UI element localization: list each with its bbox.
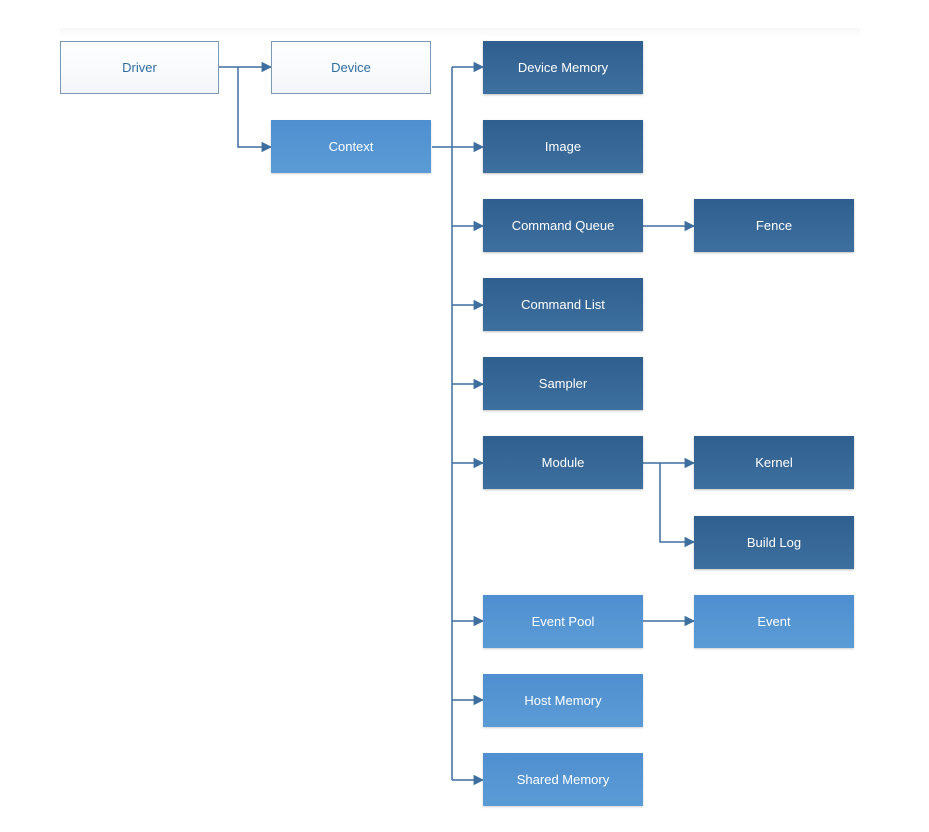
device-node: Device bbox=[271, 41, 431, 94]
command-list-label: Command List bbox=[521, 297, 605, 312]
host-memory-label: Host Memory bbox=[524, 693, 602, 708]
shared-memory-node: Shared Memory bbox=[483, 753, 643, 806]
event-node: Event bbox=[694, 595, 854, 648]
image-node: Image bbox=[483, 120, 643, 173]
module-label: Module bbox=[541, 455, 585, 470]
context-node: Context bbox=[271, 120, 431, 173]
event-label: Event bbox=[757, 614, 791, 629]
sampler-node: Sampler bbox=[483, 357, 643, 410]
connector-module-to-build-log bbox=[659, 463, 696, 548]
build-log-label: Build Log bbox=[746, 535, 802, 550]
device-memory-node: Device Memory bbox=[483, 41, 643, 94]
command-queue-label: Command Queue bbox=[511, 218, 615, 233]
event-pool-node: Event Pool bbox=[483, 595, 643, 648]
event-pool-label: Event Pool bbox=[531, 614, 595, 629]
driver-label: Driver bbox=[122, 60, 157, 75]
module-node: Module bbox=[483, 436, 643, 489]
command-queue-node: Command Queue bbox=[483, 199, 643, 252]
command-list-node: Command List bbox=[483, 278, 643, 331]
build-log-node: Build Log bbox=[694, 516, 854, 569]
kernel-label: Kernel bbox=[755, 455, 793, 470]
shared-memory-label: Shared Memory bbox=[516, 772, 610, 787]
top-band bbox=[60, 28, 860, 38]
sampler-label: Sampler bbox=[538, 376, 588, 391]
device-label: Device bbox=[331, 60, 371, 75]
fence-node: Fence bbox=[694, 199, 854, 252]
kernel-node: Kernel bbox=[694, 436, 854, 489]
device-memory-label: Device Memory bbox=[517, 60, 609, 75]
connector-driver-to-context bbox=[237, 67, 273, 153]
host-memory-node: Host Memory bbox=[483, 674, 643, 727]
driver-node: Driver bbox=[60, 41, 219, 94]
fence-label: Fence bbox=[755, 218, 793, 233]
context-label: Context bbox=[328, 139, 374, 154]
image-label: Image bbox=[544, 139, 582, 154]
